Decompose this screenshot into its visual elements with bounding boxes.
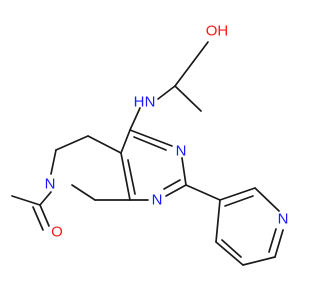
bond-py5-py4	[215, 241, 244, 266]
atom-labels: OH N H N N N O N	[45, 23, 289, 241]
bond-pyn-py6	[274, 229, 284, 258]
bond-nh-c4	[129, 107, 141, 131]
bond-py3-py2-inner	[224, 195, 254, 207]
bond-c8a-c4a	[120, 152, 131, 201]
bond-ch2-ch	[174, 61, 194, 87]
atom-label-pyrimidine-n3: N	[176, 143, 187, 160]
bond-lines	[11, 41, 284, 266]
bond-n3-c2	[181, 157, 187, 186]
bond-c8a-c4a-inner	[127, 159, 136, 195]
bond-pyn-py6-inner	[268, 228, 277, 253]
bond-ch-methyl	[174, 85, 202, 112]
bond-c5-c6	[55, 135, 89, 151]
bond-c2-n1-inner	[163, 179, 181, 190]
bond-oh-ch2	[192, 41, 209, 63]
bond-py5-py4-inner	[221, 239, 242, 258]
bond-c4a-c5	[87, 135, 122, 154]
bond-py2-pyn	[254, 187, 280, 212]
bond-c4-n3	[129, 129, 173, 147]
bond-c4-c4a	[120, 129, 131, 154]
bond-c2-py3	[185, 184, 221, 201]
bond-py3-py2	[219, 187, 256, 201]
atom-label-carbonyl-o: O	[51, 224, 63, 241]
atom-label-ring-n7: N	[45, 176, 56, 193]
atom-label-pyrimidine-n1: N	[152, 192, 163, 209]
molecule-structure-diagram: OH N H N N N O N	[11, 23, 289, 266]
atom-label-pyridine-n: N	[278, 211, 289, 228]
bond-c6-n7	[50, 149, 57, 175]
atom-label-amine-h: H	[134, 94, 145, 111]
bond-n7-carbonyl	[39, 191, 52, 206]
bond-py4-py3	[215, 199, 221, 243]
bond-carbonyl-o-double	[32, 206, 44, 231]
bond-ch-nh	[157, 85, 176, 100]
atom-label-amine-n: N	[145, 94, 156, 111]
bond-carbonyl-o	[39, 204, 50, 227]
bond-carbonyl-methyl	[11, 195, 41, 206]
atom-label-hydroxyl: OH	[206, 23, 229, 40]
bond-c4-n3-inner	[133, 136, 167, 151]
bond-c2-n1	[165, 184, 187, 197]
bond-py6-py5	[242, 256, 276, 266]
bond-n7-c8	[71, 184, 96, 201]
